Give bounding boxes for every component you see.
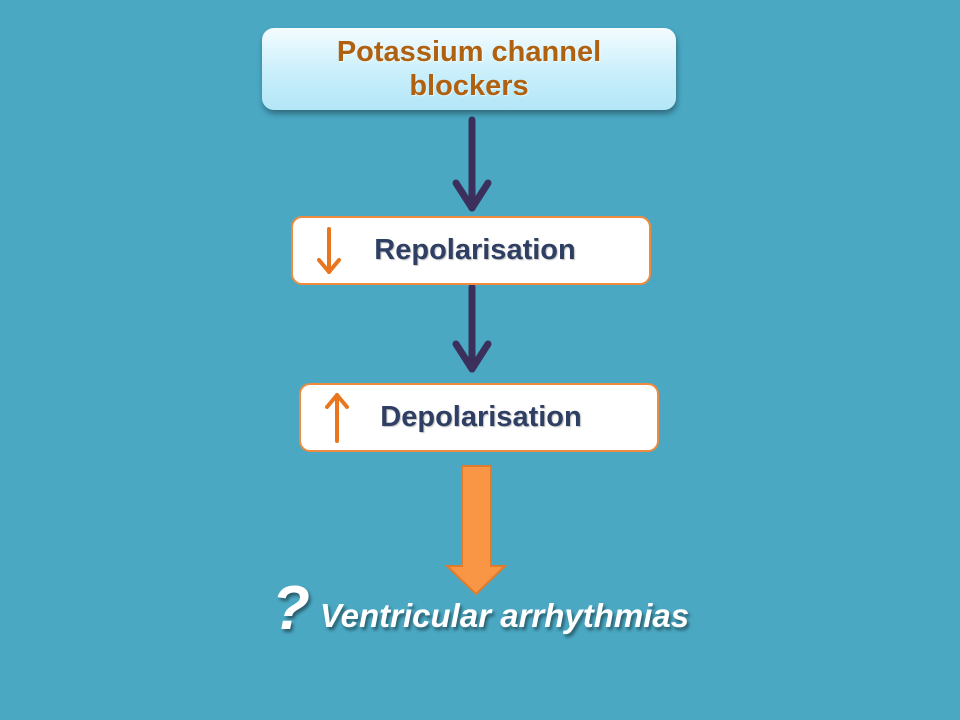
repolarisation-label: Repolarisation bbox=[374, 234, 576, 266]
up-arrow-icon bbox=[325, 393, 349, 443]
potassium-channel-blockers-box: Potassium channel blockers bbox=[262, 28, 676, 110]
connector-arrow-2 bbox=[452, 283, 492, 373]
outcome: ? Ventricular arrhythmias bbox=[272, 578, 689, 640]
outcome-block-arrow bbox=[444, 465, 508, 596]
connector-arrow-1 bbox=[452, 116, 492, 212]
down-arrow-icon bbox=[317, 227, 341, 274]
top-box-line-1: Potassium channel bbox=[336, 36, 602, 68]
repolarisation-box: Repolarisation bbox=[291, 216, 651, 285]
depolarisation-label: Depolarisation bbox=[380, 401, 582, 433]
top-box-line-2: blockers bbox=[409, 70, 529, 102]
question-mark: ? bbox=[272, 574, 310, 643]
ventricular-arrhythmias-label: Ventricular arrhythmias bbox=[319, 597, 690, 634]
depolarisation-box: Depolarisation bbox=[299, 383, 659, 452]
